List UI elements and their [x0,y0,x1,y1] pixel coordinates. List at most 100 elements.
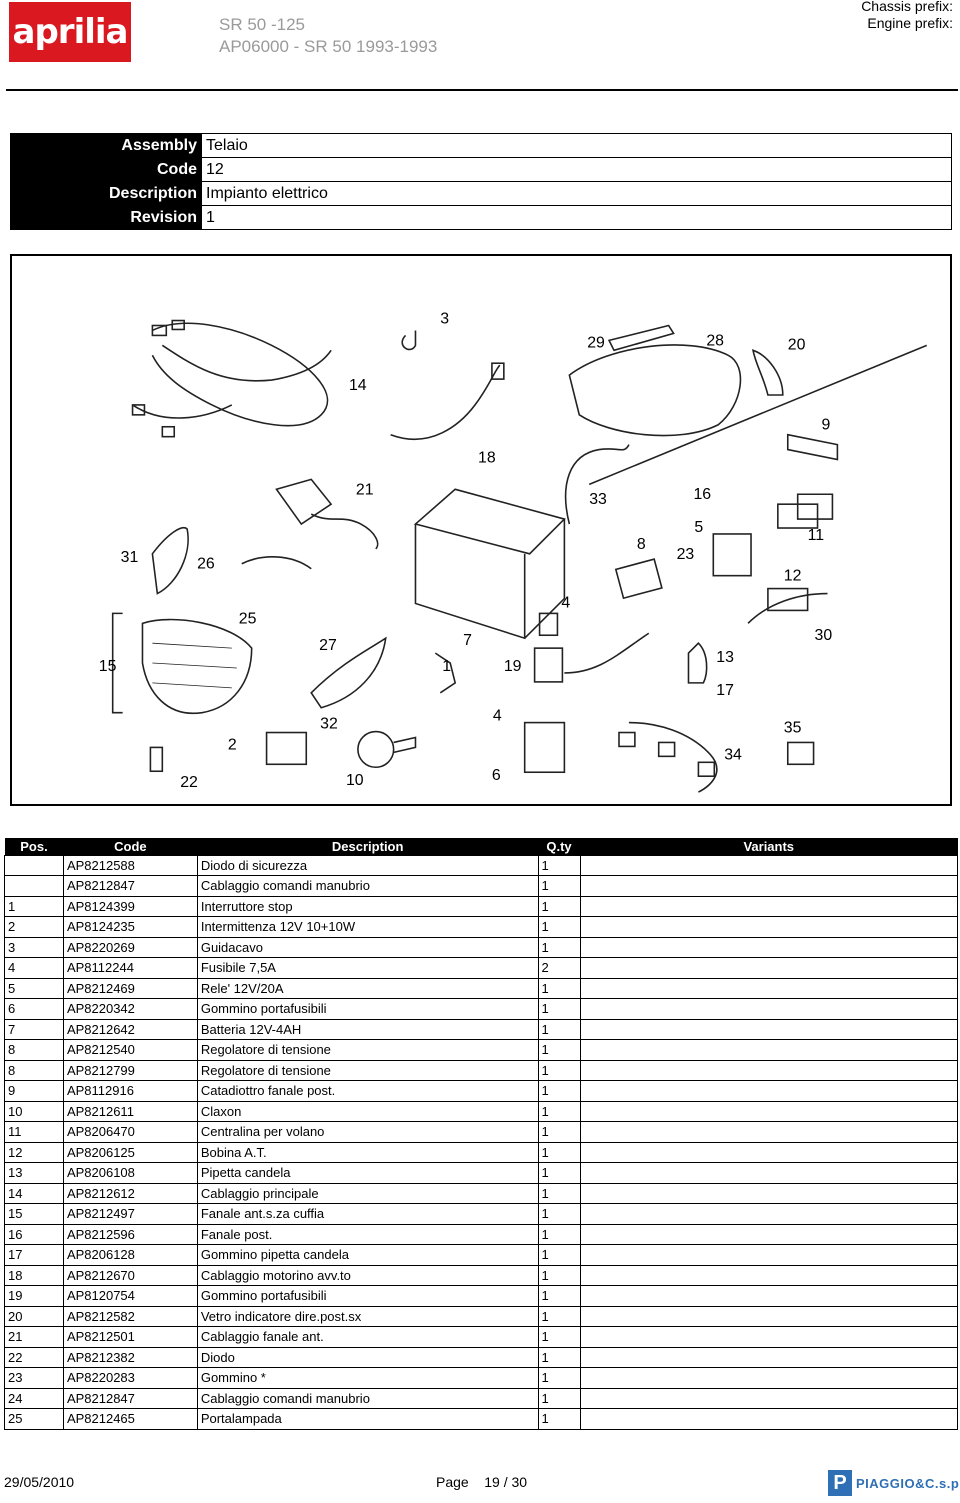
cell-qty: 1 [537,1100,581,1122]
info-value: 1 [201,205,952,230]
cell-qty: 1 [537,1182,581,1204]
cell-variants [579,1367,959,1389]
cell-qty: 1 [537,875,581,897]
cell-description: Intermittenza 12V 10+10W [196,916,539,938]
cell-pos: 20 [4,1305,64,1327]
col-pos-header: Pos. [4,838,64,855]
callout-number: 35 [784,720,802,737]
model-line-2: AP06000 - SR 50 1993-1993 [219,37,438,56]
cell-description: Diodo di sicurezza [196,854,539,876]
callout-number: 25 [239,610,257,627]
prefix-labels: Chassis prefix: Engine prefix: [861,0,953,32]
cell-code: AP8124235 [62,916,198,938]
cell-qty: 1 [537,1244,581,1266]
page-label: Page [436,1474,469,1490]
cell-description: Gommino * [196,1367,539,1389]
callout-number: 8 [637,536,646,553]
cell-code: AP8212382 [62,1346,198,1368]
cell-pos: 15 [4,1203,64,1225]
cell-variants [579,1162,959,1184]
info-label: Code [10,157,202,182]
callout-number: 31 [121,549,139,566]
cell-code: AP8220342 [62,998,198,1020]
cell-code: AP8206128 [62,1244,198,1266]
cell-description: Pipetta candela [196,1162,539,1184]
callout-number: 13 [716,649,734,666]
callout-number: 2 [228,736,237,753]
engine-prefix-label: Engine prefix: [867,15,953,31]
cell-variants [579,1326,959,1348]
callout-number: 34 [724,746,742,763]
callout-number: 21 [356,481,374,498]
info-value: Impianto elettrico [201,181,952,206]
callout-number: 26 [197,556,215,573]
cell-pos: 18 [4,1264,64,1286]
cell-description: Regolatore di tensione [196,1059,539,1081]
cell-pos: 19 [4,1285,64,1307]
cell-qty: 1 [537,1203,581,1225]
callout-number: 3 [440,311,449,328]
cell-pos: 24 [4,1387,64,1409]
cell-description: Cablaggio motorino avv.to [196,1264,539,1286]
parts-table-header: Pos. Code Description Q.ty Variants [4,838,958,855]
cell-description: Gommino portafusibili [196,1285,539,1307]
callout-number: 16 [693,486,711,503]
cell-code: AP8206125 [62,1141,198,1163]
cell-variants [579,1039,959,1061]
cell-description: Gommino pipetta candela [196,1244,539,1266]
callout-number: 10 [346,772,364,789]
cell-code: AP8212642 [62,1018,198,1040]
cell-pos [4,854,64,876]
cell-variants [579,875,959,897]
info-label: Description [10,181,202,206]
cell-variants [579,1100,959,1122]
cell-code: AP8212799 [62,1059,198,1081]
cell-code: AP8220269 [62,936,198,958]
callout-number: 28 [706,332,724,349]
cell-pos: 9 [4,1080,64,1102]
cell-description: Vetro indicatore dire.post.sx [196,1305,539,1327]
cell-variants [579,1346,959,1368]
cell-description: Cablaggio fanale ant. [196,1326,539,1348]
cell-pos: 25 [4,1408,64,1430]
cell-variants [579,1182,959,1204]
cell-description: Cablaggio comandi manubrio [196,1387,539,1409]
cell-code: AP8220283 [62,1367,198,1389]
callout-number: 5 [694,519,703,536]
cell-pos: 8 [4,1039,64,1061]
cell-description: Cablaggio principale [196,1182,539,1204]
cell-code: AP8212501 [62,1326,198,1348]
cell-variants [579,998,959,1020]
cell-qty: 1 [537,1305,581,1327]
cell-pos: 23 [4,1367,64,1389]
cell-description: Gommino portafusibili [196,998,539,1020]
cell-code: AP8120754 [62,1285,198,1307]
cell-code: AP8212497 [62,1203,198,1225]
cell-variants [579,1121,959,1143]
cell-qty: 1 [537,1121,581,1143]
cell-code: AP8124399 [62,895,198,917]
cell-variants [579,1305,959,1327]
cell-qty: 2 [537,957,581,979]
cell-pos: 5 [4,977,64,999]
callout-number: 18 [478,449,496,466]
callout-number: 29 [587,334,605,351]
cell-description: Fusibile 7,5A [196,957,539,979]
callout-number: 11 [808,527,825,544]
cell-code: AP8212469 [62,977,198,999]
cell-variants [579,1203,959,1225]
